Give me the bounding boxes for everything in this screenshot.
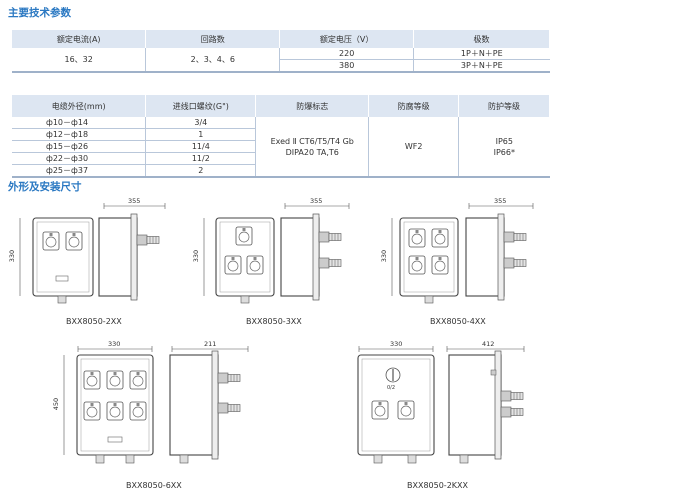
thread-row-2: 1 (145, 128, 256, 141)
thread-row-1: 3/4 (145, 117, 256, 129)
caption-3xx: BXX8050-3XX (246, 317, 302, 326)
caption-6xx: BXX8050-6XX (126, 481, 182, 490)
drawing-4xx (391, 203, 534, 304)
header-thread: 进线口螺纹(G") (145, 95, 257, 117)
cable-row-4: ф22－ф30 (12, 152, 146, 165)
voltage-380: 380 (279, 59, 414, 73)
cable-row-3: ф15－ф26 (12, 140, 146, 153)
dim-6xx-side-width: 211 (204, 340, 217, 348)
dim-6xx-height: 450 (52, 397, 61, 411)
ip-line2: IP66* (493, 147, 515, 157)
header-circuits: 回路数 (145, 30, 281, 48)
dim-2xx-height: 330 (8, 249, 17, 263)
caption-4xx: BXX8050-4XX (430, 317, 486, 326)
thread-row-3: 11/4 (145, 140, 256, 153)
poles-1p: 1P＋N＋PE (413, 48, 550, 60)
dim-6xx-front-width: 330 (108, 340, 121, 348)
dim-2kxx-side-width: 412 (482, 340, 495, 348)
poles-3p: 3P＋N＋PE (413, 59, 550, 73)
dim-2kxx-front-width: 330 (390, 340, 403, 348)
header-cable-diameter: 电缆外径(mm) (12, 95, 147, 117)
header-anticorrosion: 防腐等级 (368, 95, 460, 117)
cable-row-5: ф25－ф37 (12, 164, 146, 178)
drawing-2xx (19, 203, 166, 304)
ip-cell: IP65 IP66* (458, 117, 550, 178)
dim-4xx-width: 355 (494, 197, 507, 205)
drawing-6xx (63, 346, 249, 464)
ex-mark-line2: DIPA20 TA,T6 (285, 147, 339, 157)
voltage-220: 220 (279, 48, 414, 60)
rated-current-value: 16、32 (12, 48, 146, 73)
knob-label: 0/2 (387, 385, 396, 391)
cable-row-1: ф10－ф14 (12, 117, 146, 129)
header-rated-voltage: 额定电压（V） (279, 30, 415, 48)
dim-3xx-width: 355 (310, 197, 323, 205)
caption-2kxx: BXX8050-2KXX (407, 481, 468, 490)
dim-3xx-height: 330 (192, 249, 201, 263)
dimensions-title: 外形及安装尺寸 (8, 181, 82, 193)
dim-2xx-width: 355 (128, 197, 141, 205)
header-poles: 极数 (413, 30, 550, 48)
circuits-value: 2、3、4、6 (145, 48, 280, 73)
thread-row-4: 11/2 (145, 152, 256, 165)
ex-mark-cell: Exed Ⅱ CT6/T5/T4 Gb DIPA20 TA,T6 (255, 117, 369, 178)
ratings-table: 额定电流(A) 回路数 额定电压（V） 极数 16、32 2、3、4、6 220… (12, 30, 550, 73)
ip-line1: IP65 (495, 136, 513, 146)
caption-2xx: BXX8050-2XX (66, 317, 122, 326)
cable-table: 电缆外径(mm) 进线口螺纹(G") 防爆标志 防腐等级 防护等级 ф10－ф1… (12, 95, 550, 178)
anticorrosion-value: WF2 (368, 117, 459, 178)
header-rated-current: 额定电流(A) (12, 30, 147, 48)
ex-mark-line1: Exed Ⅱ CT6/T5/T4 Gb (270, 136, 354, 146)
cable-row-2: ф12－ф18 (12, 128, 146, 141)
drawing-3xx (203, 203, 350, 304)
header-ip: 防护等级 (458, 95, 550, 117)
main-params-title: 主要技术参数 (8, 7, 71, 19)
thread-row-5: 2 (145, 164, 256, 178)
drawing-2kxx (357, 346, 525, 464)
header-ex-mark: 防爆标志 (255, 95, 370, 117)
dim-4xx-height: 330 (380, 249, 389, 263)
